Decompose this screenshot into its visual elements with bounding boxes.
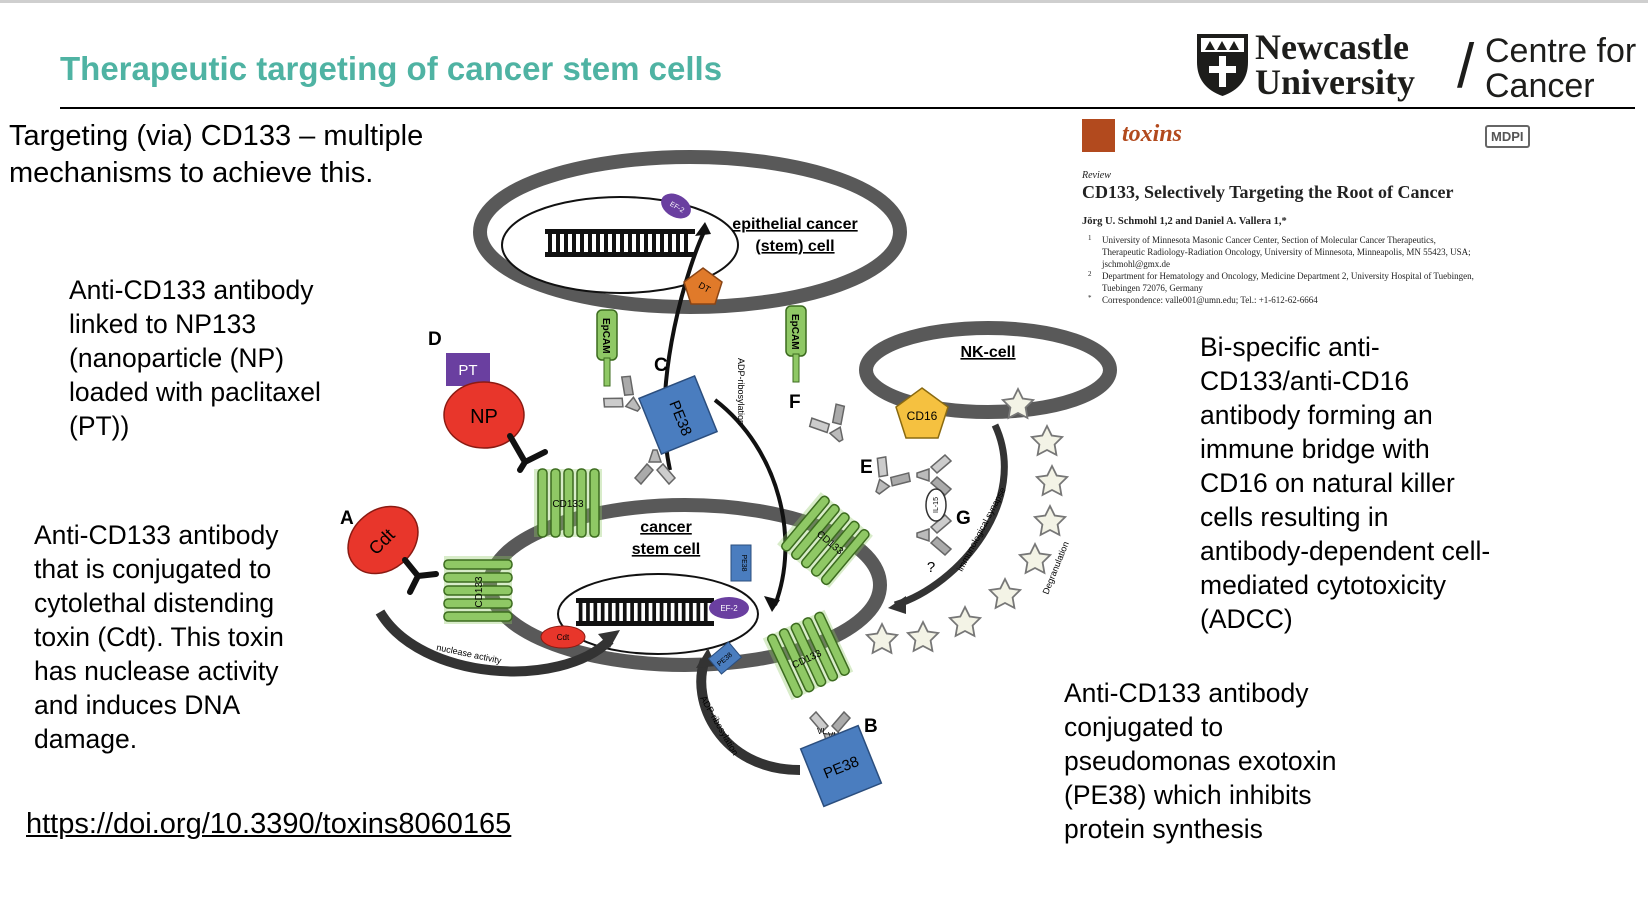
ef2-epithelial xyxy=(661,193,691,219)
cdt-antibody xyxy=(402,557,439,595)
shield-icon xyxy=(1197,34,1248,96)
epithelial-cell-label-2: (stem) cell xyxy=(755,238,834,255)
np-antibody xyxy=(507,433,548,473)
synapse-arrow-head xyxy=(888,596,906,614)
cd16-receptor xyxy=(895,387,949,439)
letter-e: E xyxy=(860,457,873,478)
adp-arrow-c-head xyxy=(695,222,711,236)
mdpi-logo: MDPI xyxy=(1485,125,1530,148)
epcam-label-right: EpCAM xyxy=(789,314,800,350)
pe38-small-2 xyxy=(707,641,743,675)
adp-label-b: ADP-ribosylation xyxy=(698,694,740,757)
pe38-entry-arrow xyxy=(713,398,788,606)
cdt-small-label: Cdt xyxy=(557,633,570,642)
nk-cell-label: NK-cell xyxy=(960,344,1015,361)
cd133-label-top: CD133 xyxy=(552,499,584,510)
epcam-stalk-left xyxy=(603,357,611,387)
letter-c: C xyxy=(654,355,668,376)
letter-b: B xyxy=(864,716,878,737)
il15-label: IL-15 xyxy=(933,497,940,513)
cdt-toxin xyxy=(347,505,419,575)
doi-link[interactable]: https://doi.org/10.3390/toxins8060165 xyxy=(26,808,512,840)
epithelial-cell-label-1: epithelial cancer xyxy=(732,216,857,233)
newcastle-logo: Newcastle University / Centre for Cancer xyxy=(1195,27,1637,105)
centre-name: Centre for Cancer xyxy=(1485,32,1637,105)
paper-citation: toxins MDPI Review CD133, Selectively Ta… xyxy=(1082,115,1542,315)
pt-label: PT xyxy=(458,362,477,379)
paper-title: CD133, Selectively Targeting the Root of… xyxy=(1082,182,1454,202)
cdt-small xyxy=(540,625,586,649)
synapse-arrow xyxy=(893,423,1008,609)
logo-divider: / xyxy=(1457,32,1475,101)
ef2-stem xyxy=(709,597,749,619)
journal-name: toxins xyxy=(1122,121,1183,147)
top-border xyxy=(0,0,1648,3)
letter-f: F xyxy=(789,392,801,413)
vl-label: VL xyxy=(817,727,827,736)
article-type: Review xyxy=(1082,170,1111,181)
nuclease-arrow xyxy=(375,609,614,677)
degranulation-label: Degranulation xyxy=(1041,540,1071,596)
pe38-small-1 xyxy=(730,544,752,582)
nanoparticle xyxy=(443,381,525,449)
nk-cell-membrane xyxy=(859,321,1117,419)
il15-marker xyxy=(925,488,947,522)
granule-star-8 xyxy=(906,621,940,652)
letter-d: D xyxy=(428,329,442,350)
stem-cell-label-2: stem cell xyxy=(632,541,700,558)
granule-star-4 xyxy=(1033,505,1067,536)
synapse-label: immunological synapse xyxy=(955,486,1008,573)
title-rule xyxy=(60,107,1635,109)
letter-g: G xyxy=(956,508,971,529)
pe38-entry-arrow-head xyxy=(764,596,780,612)
adp-label-c: ADP-ribosylation xyxy=(736,358,746,425)
pe38-box-b xyxy=(799,724,883,808)
cd16-label: CD16 xyxy=(907,409,938,423)
slide-title: Therapeutic targeting of cancer stem cel… xyxy=(60,50,723,87)
granule-star-6 xyxy=(988,578,1022,609)
granule-star-2 xyxy=(1030,425,1064,456)
adp-arrow-b xyxy=(696,658,801,775)
question-mark: ? xyxy=(927,559,935,576)
paper-authors: Jörg U. Schmohl 1,2 and Daniel A. Valler… xyxy=(1082,216,1287,227)
scfv-f xyxy=(805,400,860,452)
slide-heading: Targeting (via) CD133 – multiple mechani… xyxy=(9,120,424,189)
dt-toxin xyxy=(683,267,723,305)
epcam-label-left: EpCAM xyxy=(600,318,611,354)
adp-arrow-b-head xyxy=(696,648,716,668)
nuclease-arrow-head xyxy=(598,630,620,648)
np-label: NP xyxy=(470,406,498,428)
cd133-label-left: CD133 xyxy=(474,576,485,608)
paclitaxel-box xyxy=(446,353,490,386)
granule-star-3 xyxy=(1035,465,1069,496)
granule-star-9 xyxy=(865,623,899,654)
epcam-stalk-right xyxy=(792,353,800,383)
granule-star-5 xyxy=(1018,543,1052,574)
toxins-logo-icon xyxy=(1082,119,1115,152)
granule-star-7 xyxy=(948,606,982,637)
pe38-box-c xyxy=(637,374,719,456)
ef2-label-stem: EF-2 xyxy=(720,604,738,613)
pe38-small-1-label: PE38 xyxy=(740,554,747,571)
stem-cell-label-1: cancer xyxy=(640,519,692,536)
university-name: Newcastle University xyxy=(1255,27,1415,102)
letter-a: A xyxy=(340,508,354,529)
